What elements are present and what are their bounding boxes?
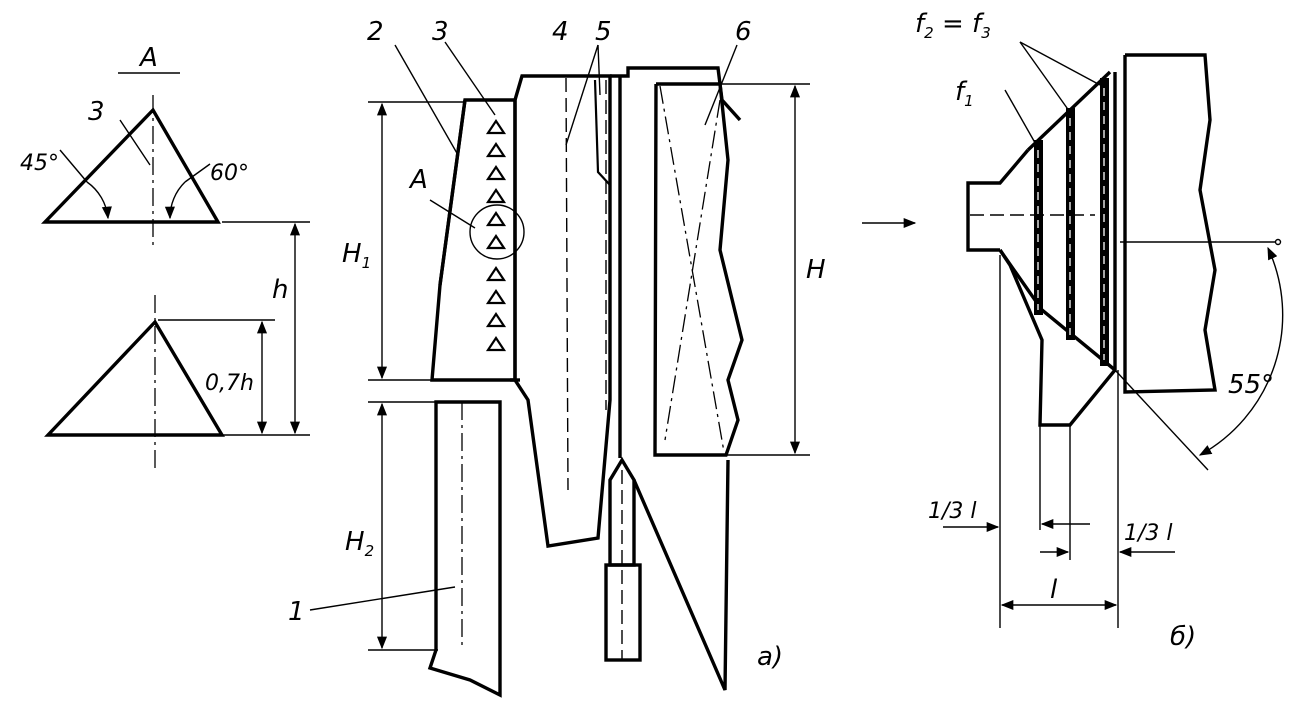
- angle-45-label: 45°: [20, 151, 59, 176]
- top-guide: [610, 66, 742, 122]
- leader-detail-a: [429, 199, 476, 229]
- h-label-a: H: [806, 255, 826, 285]
- tooth-label: 3: [88, 97, 105, 127]
- angle-60-label: 60°: [210, 161, 249, 186]
- detail-title: A: [138, 43, 158, 73]
- dim-l-label: l: [1050, 575, 1058, 605]
- tooth: [485, 312, 507, 328]
- angle-45-arc: [86, 181, 112, 220]
- tooth: [485, 142, 507, 158]
- filter-bands: [1034, 78, 1109, 366]
- tooth: [485, 289, 507, 305]
- h1-label: H1: [342, 239, 371, 272]
- angle-45-leader: [59, 149, 88, 183]
- part-5-edge: [593, 79, 611, 186]
- dim-left-label: 1/3 l: [928, 499, 977, 524]
- housing: [1123, 53, 1217, 394]
- tooth: [485, 188, 507, 204]
- h-label: h: [272, 275, 288, 305]
- tooth: [485, 336, 507, 352]
- teeth-column: [485, 119, 507, 352]
- leader-2: [394, 44, 459, 156]
- tooth-profile-upper: [40, 107, 221, 224]
- caption-b: б): [1170, 622, 1196, 652]
- leader-3: [444, 41, 496, 116]
- part-label-5: 5: [595, 17, 612, 47]
- knife-tip: [608, 456, 636, 567]
- leader-f23-a: [1019, 41, 1073, 116]
- tooth: [485, 234, 507, 250]
- part-label-3: 3: [432, 17, 449, 47]
- view-a: H1 H2: [288, 17, 826, 698]
- blade: [513, 74, 612, 548]
- cone-bottom-edge: [998, 249, 1117, 372]
- angle-55-arc: [1198, 246, 1284, 456]
- part-label-2: 2: [367, 17, 384, 47]
- knife-holder: [604, 563, 642, 662]
- tooth: [485, 211, 507, 227]
- part-label-6: 6: [735, 17, 752, 47]
- frame-block: [653, 82, 744, 457]
- inlet-neck: [966, 148, 1030, 252]
- h2-label: H2: [345, 527, 374, 560]
- leader-6: [704, 44, 738, 126]
- 07h-label: 0,7h: [205, 371, 254, 396]
- angle-55-label: 55°: [1228, 370, 1274, 400]
- angle-60-leader: [184, 163, 211, 183]
- detail-a-view: A 3 45° 60° h 0,7h: [20, 43, 310, 470]
- angle-55-ray: [1114, 369, 1209, 471]
- f23-label: f2 = f3: [915, 9, 991, 42]
- tooth-leader: [119, 119, 151, 166]
- frame-diagonal-2: [664, 99, 721, 441]
- view-b: 55° 1/3 l 1/3 l l f1 f2 = f3 б): [862, 9, 1284, 652]
- detail-a-marker-circle: [469, 204, 525, 260]
- guide-rail: [632, 459, 730, 691]
- leader-1: [309, 586, 456, 611]
- blade-hidden-line: [565, 77, 569, 491]
- axis-end-point: [1274, 238, 1282, 246]
- angle-60-arc: [164, 181, 186, 220]
- lower-plate: [427, 400, 502, 698]
- tooth: [485, 266, 507, 282]
- cone-lower-body: [998, 249, 1117, 427]
- leader-f23-b: [1019, 41, 1101, 86]
- toothed-plate-edge: [438, 99, 467, 286]
- part-label-1: 1: [288, 597, 305, 627]
- leader-5b: [597, 44, 601, 96]
- leader-5a: [565, 44, 599, 146]
- f1-label: f1: [955, 77, 974, 110]
- dim-right-label: 1/3 l: [1124, 521, 1173, 546]
- leader-f1: [1004, 89, 1039, 149]
- frame-diagonal-1: [659, 85, 725, 453]
- detail-ref-label: A: [408, 165, 428, 195]
- tooth-profile-lower: [44, 319, 225, 437]
- tooth: [485, 119, 507, 135]
- part-label-4: 4: [552, 17, 569, 47]
- caption-a: а): [757, 642, 783, 672]
- tooth: [485, 165, 507, 181]
